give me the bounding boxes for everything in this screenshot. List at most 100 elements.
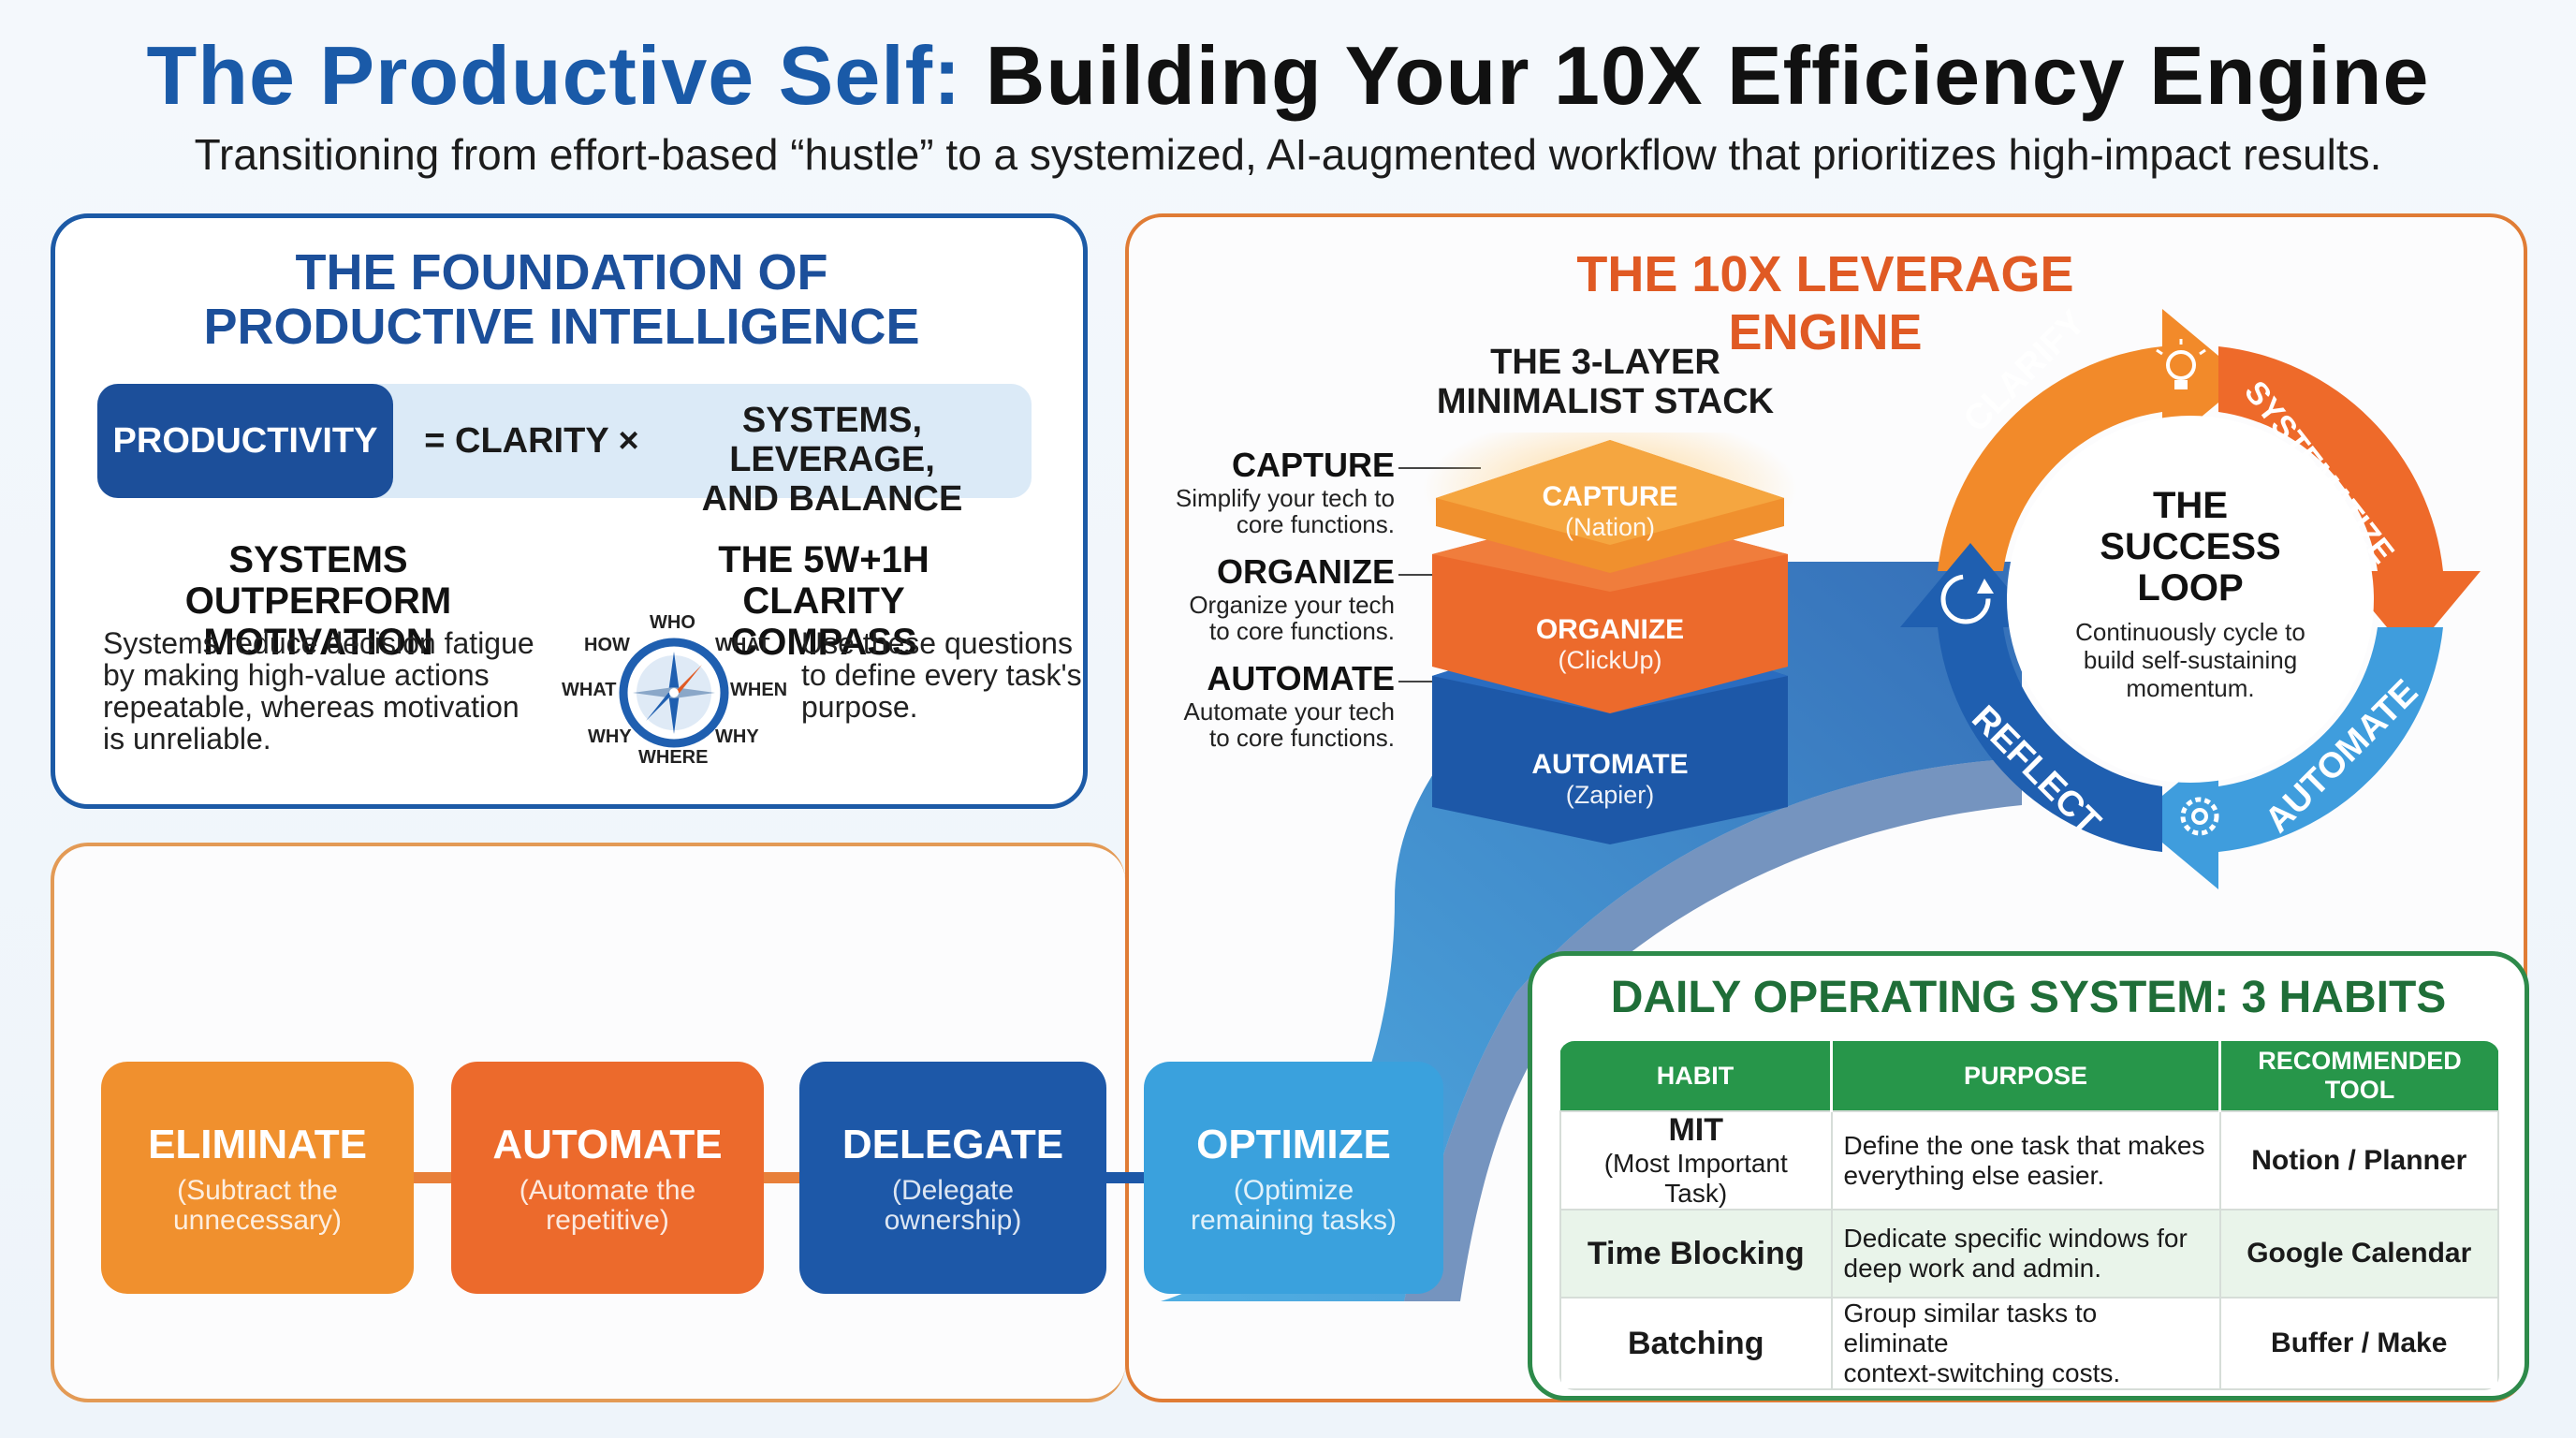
layer-organize-tool: (ClickUp): [1558, 646, 1662, 674]
systems-heading: SYSTEMS OUTPERFORM MOTIVATION: [184, 539, 452, 663]
compass-word-how: HOW: [584, 635, 630, 655]
equation-rhs-line2: AND BALANCE: [701, 479, 963, 519]
loop-body-line1: Continuously cycle to: [2075, 618, 2305, 646]
purpose-line1: Define the one task that makes: [1843, 1130, 2205, 1160]
equation-rhs-line1: SYSTEMS, LEVERAGE,: [729, 401, 935, 479]
title-part1: The Productive Self:: [146, 29, 962, 122]
habits-table: HABIT PURPOSE RECOMMENDED TOOL MIT (Most…: [1559, 1041, 2499, 1390]
stack-side-organize: ORGANIZE Organize your tech to core func…: [1105, 552, 1395, 644]
purpose-line1: Group similar tasks to eliminate: [1843, 1299, 2098, 1357]
table-row: MIT (Most Important Task) Define the one…: [1559, 1110, 2499, 1211]
table-row: Batching Group similar tasks to eliminat…: [1559, 1297, 2499, 1390]
step-eliminate: ELIMINATE (Subtract the unnecessary): [101, 1062, 414, 1294]
habits-header-row: HABIT PURPOSE RECOMMENDED TOOL: [1560, 1041, 2498, 1111]
step-title: AUTOMATE: [492, 1122, 723, 1167]
stack-side-desc-line1: Organize your tech: [1189, 591, 1395, 619]
loop-segment-systematize: [2218, 346, 2443, 571]
loop-body-line3: momentum.: [2126, 674, 2255, 702]
stack-title: THE 3-LAYER MINIMALIST STACK: [1404, 343, 1807, 421]
stack-side-desc-line2: to core functions.: [1209, 724, 1395, 752]
success-loop-graphic: [1900, 309, 2481, 889]
layer-organize-label: ORGANIZE: [1535, 614, 1685, 645]
layer-automate-label: AUTOMATE: [1531, 749, 1689, 780]
habit-sub: (Most Important Task): [1603, 1149, 1788, 1208]
purpose-cell: Define the one task that makes everythin…: [1830, 1110, 2221, 1211]
step-sub-line1: (Subtract the: [177, 1175, 338, 1206]
step-sub-line2: ownership): [884, 1205, 1022, 1236]
step-sub-line2: repetitive): [546, 1205, 669, 1236]
compass-heading: THE 5W+1H CLARITY COMPASS: [718, 539, 929, 663]
foundation-panel: [51, 213, 1088, 809]
equation-clarity: = CLARITY ×: [424, 421, 639, 461]
col-purpose: PURPOSE: [1831, 1041, 2221, 1111]
step-automate: AUTOMATE (Automate the repetitive): [451, 1062, 764, 1294]
step-sub-line2: remaining tasks): [1190, 1205, 1398, 1236]
tool-cell: Google Calendar: [2218, 1209, 2499, 1299]
loop-segment-clarify: [1938, 346, 2162, 571]
step-delegate: DELEGATE (Delegate ownership): [799, 1062, 1106, 1294]
step-title: ELIMINATE: [148, 1122, 367, 1167]
loop-body-line2: build self-sustaining: [2083, 646, 2298, 674]
col-habit: HABIT: [1560, 1041, 1833, 1111]
habit-cell: Batching: [1559, 1297, 1833, 1390]
foundation-title: THE FOUNDATION OF PRODUCTIVE INTELLIGENC…: [203, 244, 920, 355]
stack-side-title: ORGANIZE: [1216, 552, 1395, 591]
stack-side-capture: CAPTURE Simplify your tech to core funct…: [1105, 446, 1395, 537]
lightbulb-icon: [2156, 339, 2206, 389]
layer-organize: ORGANIZE (ClickUp): [1470, 614, 1750, 675]
step-sub-line1: (Delegate: [891, 1175, 1015, 1206]
loop-center-line1: THE: [2153, 485, 2228, 526]
purpose-line2: context-switching costs.: [1843, 1358, 2121, 1387]
equation-productivity: PRODUCTIVITY: [97, 384, 393, 498]
stack-side-title: CAPTURE: [1231, 446, 1395, 484]
col-tool: RECOMMENDED TOOL: [2219, 1041, 2498, 1111]
compass-word-what-right: WHAT: [715, 635, 770, 655]
compass-body: Use these questions to define every task…: [801, 626, 1082, 724]
habit-cell: MIT (Most Important Task): [1559, 1110, 1833, 1211]
step-optimize: OPTIMIZE (Optimize remaining tasks): [1144, 1062, 1443, 1294]
systems-body: Systems reduce decision fatigue by makin…: [103, 626, 534, 756]
refresh-icon: [1940, 574, 1994, 624]
equation-systems: SYSTEMS, LEVERAGE, AND BALANCE: [650, 401, 1015, 519]
step-sub-line1: (Optimize: [1233, 1175, 1354, 1206]
loop-center-line2: SUCCESS: [2100, 526, 2281, 567]
layer-capture-tool: (Nation): [1564, 513, 1656, 541]
layer-automate: AUTOMATE (Zapier): [1470, 749, 1750, 810]
title-part2: Building Your 10X Efficiency Engine: [985, 29, 2430, 122]
purpose-cell: Dedicate specific windows for deep work …: [1830, 1209, 2221, 1299]
loop-segment-automate: [2218, 627, 2443, 852]
compass-word-why-left: WHY: [588, 726, 632, 747]
layer-capture-label: CAPTURE: [1542, 481, 1678, 512]
loop-segment-reflect: [1938, 627, 2162, 852]
stack-layers-graphic: [1423, 433, 1797, 844]
page-subtitle: Transitioning from effort-based “hustle”…: [194, 130, 2382, 179]
purpose-line1: Dedicate specific windows for: [1843, 1224, 2188, 1253]
compass-word-why-right: WHY: [715, 726, 759, 747]
stack-side-desc-line1: Automate your tech: [1183, 697, 1395, 726]
habits-title: DAILY OPERATING SYSTEM: 3 HABITS: [1610, 973, 2447, 1022]
tool-cell: Notion / Planner: [2218, 1110, 2499, 1211]
leverage-title: THE 10X LEVERAGE ENGINE: [1576, 246, 2074, 360]
step-sub-line2: unnecessary): [172, 1205, 343, 1236]
stack-side-automate: AUTOMATE Automate your tech to core func…: [1105, 659, 1395, 751]
page-title: The Productive Self: Building Your 10X E…: [0, 28, 2576, 124]
purpose-cell: Group similar tasks to eliminate context…: [1830, 1297, 2221, 1390]
step-title: OPTIMIZE: [1196, 1122, 1391, 1167]
compass-word-what-left: WHAT: [562, 680, 617, 700]
compass-word-when: WHEN: [730, 680, 788, 700]
loop-center-body: Continuously cycle to build self-sustain…: [2041, 618, 2340, 702]
layer-capture: CAPTURE (Nation): [1470, 481, 1750, 542]
stack-side-title: AUTOMATE: [1207, 659, 1395, 697]
stack-side-desc-line2: to core functions.: [1209, 617, 1395, 645]
gear-icon: [2180, 797, 2219, 836]
stack-side-desc-line1: Simplify your tech to: [1175, 484, 1395, 512]
table-row: Time Blocking Dedicate specific windows …: [1559, 1209, 2499, 1299]
loop-center-title: THE SUCCESS LOOP: [2050, 485, 2331, 609]
compass-word-where: WHERE: [638, 747, 709, 768]
compass-word-who: WHO: [650, 612, 695, 633]
stack-title-line1: THE 3-LAYER: [1490, 343, 1720, 382]
purpose-line2: everything else easier.: [1843, 1160, 2105, 1190]
habit-name: MIT: [1668, 1112, 1724, 1148]
tool-cell: Buffer / Make: [2218, 1297, 2499, 1390]
step-title: DELEGATE: [842, 1122, 1064, 1167]
